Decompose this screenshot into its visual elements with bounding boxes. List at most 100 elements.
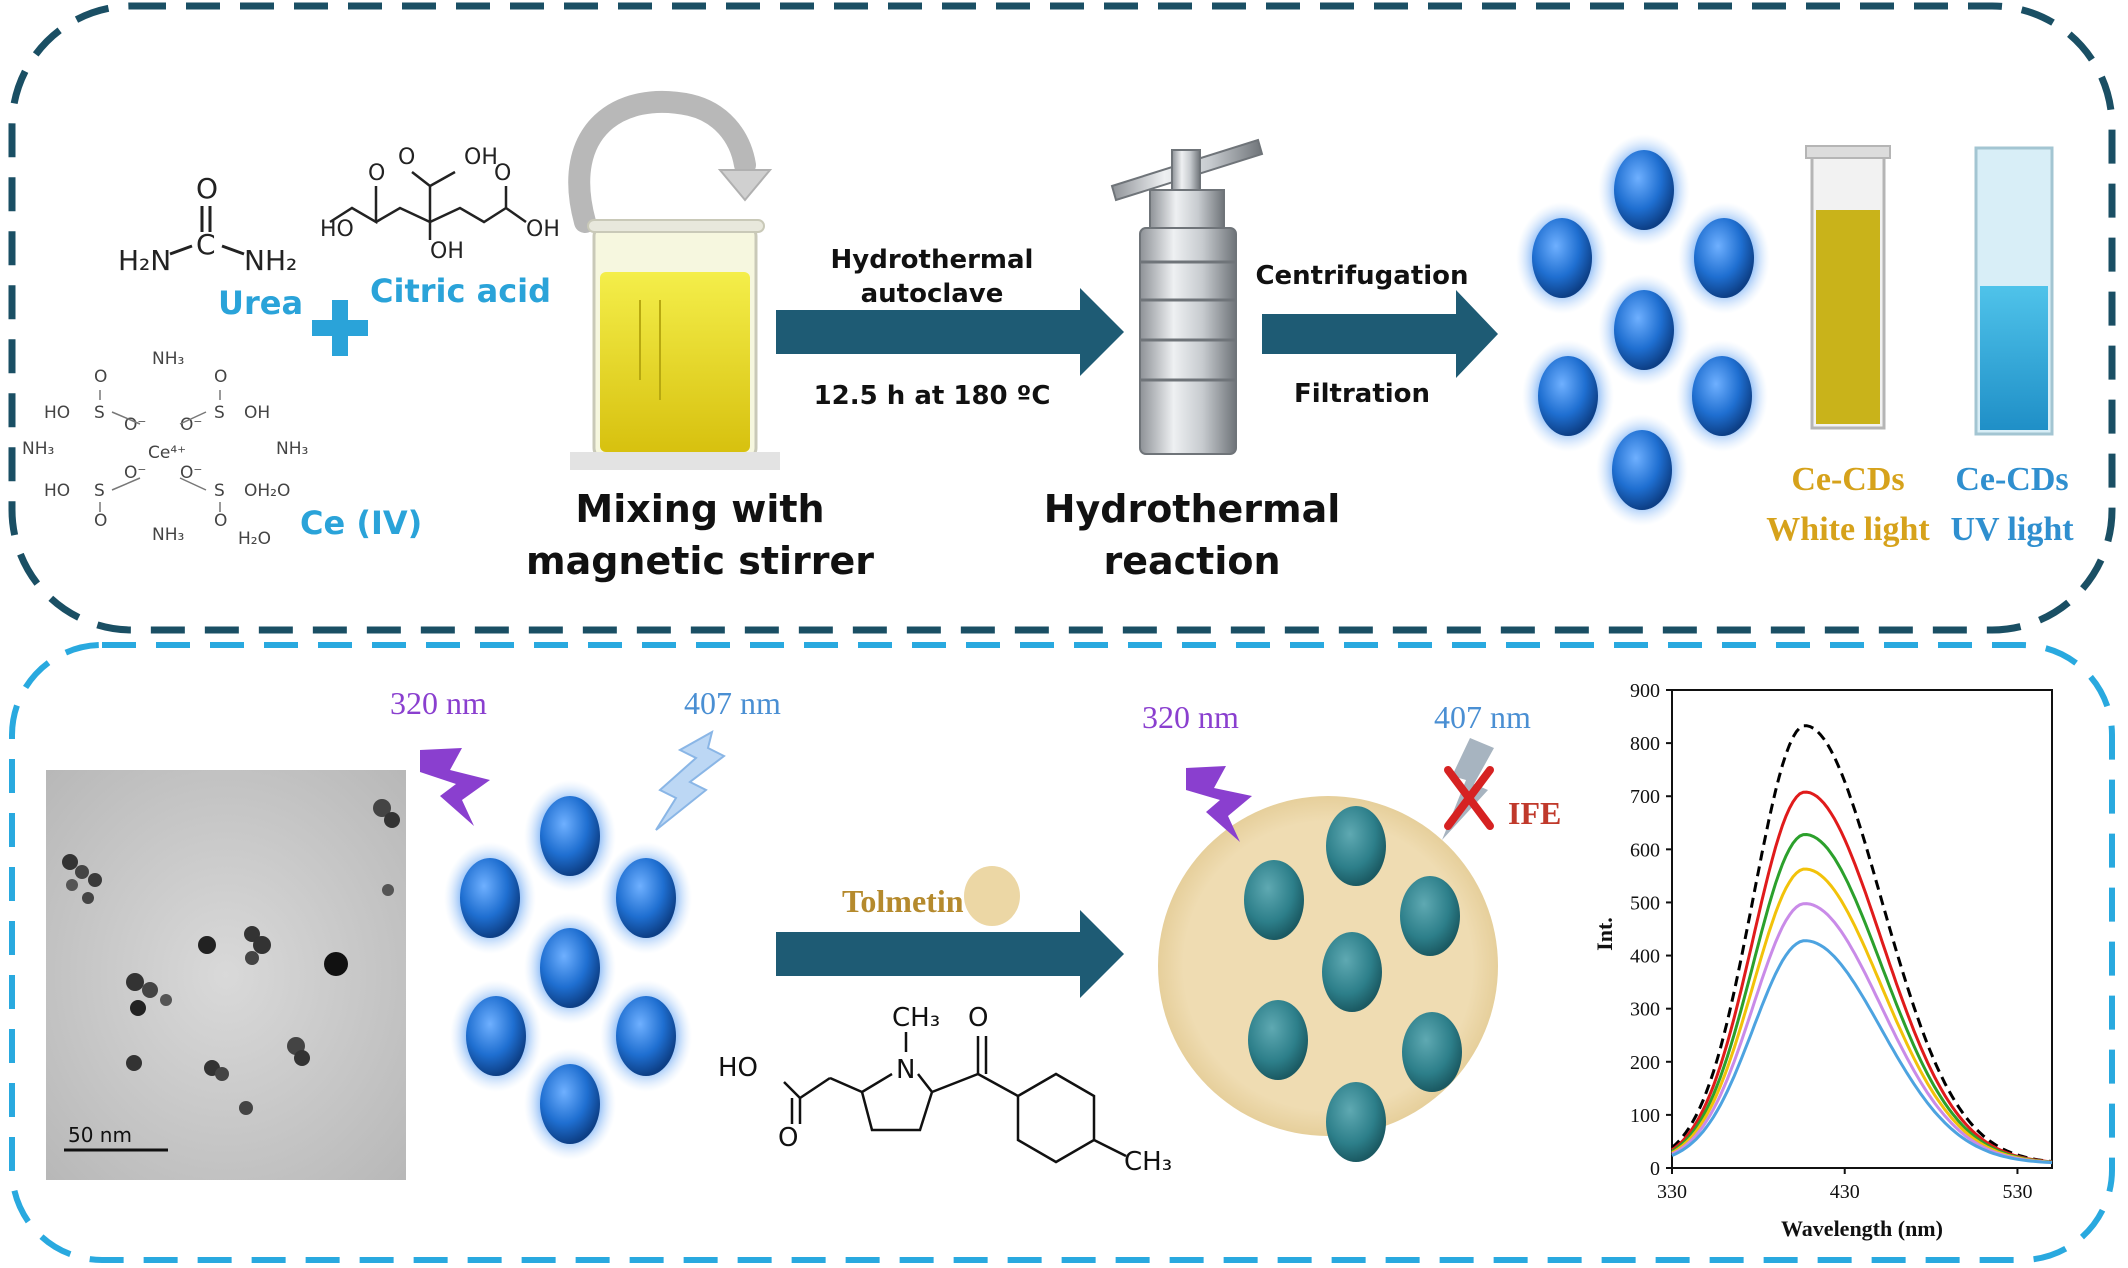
vial-white-light-icon	[1805, 145, 1891, 430]
teal-dot-5	[1248, 1000, 1308, 1080]
urea-structure: O C H₂N NH₂	[118, 172, 297, 277]
carbon-dot-7	[1596, 414, 1688, 526]
quenching-arrow	[776, 910, 1124, 998]
lightning-blue-icon-1	[655, 729, 726, 831]
ce-nh3-top: NH₃	[152, 349, 184, 369]
carbon-dot-1	[1598, 134, 1690, 246]
chart-series-line-3	[1671, 832, 2053, 1164]
urea-label: Urea	[218, 284, 303, 322]
process-arrow-2	[1262, 290, 1498, 378]
teal-dot-2	[1244, 860, 1304, 940]
tolmetin-ch3-right: CH₃	[1124, 1147, 1172, 1177]
chart-y-tick-label: 100	[1630, 1105, 1660, 1127]
arrow1-top-line1: Hydrothermal	[831, 245, 1034, 275]
arrow1-bottom: 12.5 h at 180 ºC	[814, 381, 1051, 411]
citric-oh-top: OH	[464, 145, 498, 170]
vial1-label-line2: White light	[1766, 511, 1930, 548]
vial1-label-line1: Ce-CDs	[1791, 461, 1904, 498]
teal-dot-6	[1402, 1012, 1462, 1092]
ce-nh3-right: NH₃	[276, 439, 308, 459]
ce-o-3: O	[94, 511, 107, 531]
ce-o-2: O	[214, 367, 227, 387]
tem-scale-label: 50 nm	[68, 1123, 132, 1147]
ce-ho-2: HO	[44, 481, 70, 501]
urea-nh2: NH₂	[244, 244, 297, 277]
carbon-dot-l6	[600, 980, 692, 1092]
hydrothermal-label-line2: reaction	[1103, 539, 1280, 583]
citric-o-top: O	[398, 145, 415, 170]
ce-oh-h2o: OH₂O	[244, 481, 290, 501]
citric-oh-right: OH	[526, 217, 560, 242]
ce-s-3: S	[94, 481, 105, 501]
mixing-label-line1: Mixing with	[575, 487, 824, 531]
chart-y-tick-label: 400	[1630, 946, 1660, 968]
chart-y-tick-label: 0	[1650, 1158, 1660, 1180]
chart-x-label: Wavelength (nm)	[1781, 1216, 1943, 1241]
chart-y-tick-label: 200	[1630, 1052, 1660, 1074]
ce-ion: Ce⁴⁺	[148, 443, 186, 463]
carbon-dot-l4	[524, 912, 616, 1024]
ce-nh3-bottom: NH₃	[152, 525, 184, 545]
vial2-label-line1: Ce-CDs	[1955, 461, 2068, 498]
arrow1-top-line2: autoclave	[861, 279, 1004, 309]
tolmetin-structure: CH₃ N HO O O CH₃	[718, 1003, 1172, 1177]
chart-series-line-6	[1671, 939, 2053, 1165]
ce-ominus-3: O⁻	[124, 463, 146, 483]
emission-1-label: 407 nm	[684, 685, 781, 721]
carbon-dot-6	[1676, 340, 1768, 452]
lightning-violet-icon-1	[420, 748, 490, 826]
carbon-dot-4	[1598, 274, 1690, 386]
tolmetin-ch3-top: CH₃	[892, 1003, 940, 1033]
chart-x-tick-label: 330	[1657, 1181, 1687, 1203]
chart-x-tick-label: 430	[1830, 1181, 1860, 1203]
carbon-dot-l5	[450, 980, 542, 1092]
carbon-dot-3	[1678, 202, 1770, 314]
tem-image: 50 nm	[46, 770, 406, 1180]
ce-o-1: O	[94, 367, 107, 387]
carbon-dots-cluster-left	[444, 780, 692, 1160]
mixing-label-line2: magnetic stirrer	[526, 539, 874, 583]
chart-y-tick-label: 900	[1630, 680, 1660, 702]
chart-y-tick-label: 800	[1630, 733, 1660, 755]
chart-series	[1671, 724, 2053, 1165]
teal-dot-3	[1400, 876, 1460, 956]
chart-series-line-4	[1671, 867, 2053, 1164]
blocked-cross-icon	[1444, 766, 1494, 830]
carbon-dot-5	[1522, 340, 1614, 452]
lightning-violet-icon-2	[1186, 766, 1252, 842]
chart-y-tick-label: 300	[1630, 999, 1660, 1021]
tolmetin-o-ketone: O	[968, 1003, 988, 1033]
ce-salt-structure: NH₃ O O HO S O⁻ O⁻ S OH NH₃ Ce⁴⁺ NH₃ O⁻ …	[22, 349, 308, 549]
chart-y-tick-label: 700	[1630, 786, 1660, 808]
urea-h2n: H₂N	[118, 244, 171, 277]
vial-uv-light-icon	[1974, 146, 2054, 436]
chart-y-tick-label: 500	[1630, 892, 1660, 914]
citric-acid-label: Citric acid	[370, 272, 551, 310]
citric-o-left: O	[368, 161, 385, 186]
ce-ominus-2: O⁻	[180, 415, 202, 435]
ce-oh-1: OH	[244, 403, 270, 423]
bottom-panel-border	[9, 642, 2115, 1263]
ce-s-1: S	[94, 403, 105, 423]
carbon-dots-cluster-top	[1516, 134, 1770, 526]
citric-ho: HO	[320, 217, 354, 242]
carbon-dot-l3	[600, 842, 692, 954]
chart-y-tick-label: 600	[1630, 839, 1660, 861]
beaker-icon	[570, 219, 780, 470]
curved-arrow-icon	[568, 90, 756, 233]
vial2-label-line2: UV light	[1950, 511, 2074, 548]
chart-series-line-5	[1671, 902, 2053, 1164]
ce-s-4: S	[214, 481, 225, 501]
top-panel-border	[8, 2, 2116, 634]
carbon-dot-l7	[524, 1048, 616, 1160]
ce-s-2: S	[214, 403, 225, 423]
plus-icon	[312, 300, 368, 356]
teal-dot-1	[1326, 806, 1386, 886]
citric-oh-mid: OH	[430, 239, 464, 264]
teal-dot-7	[1326, 1082, 1386, 1162]
excitation-2-label: 320 nm	[1142, 699, 1239, 735]
chart-series-line-2	[1671, 790, 2053, 1164]
